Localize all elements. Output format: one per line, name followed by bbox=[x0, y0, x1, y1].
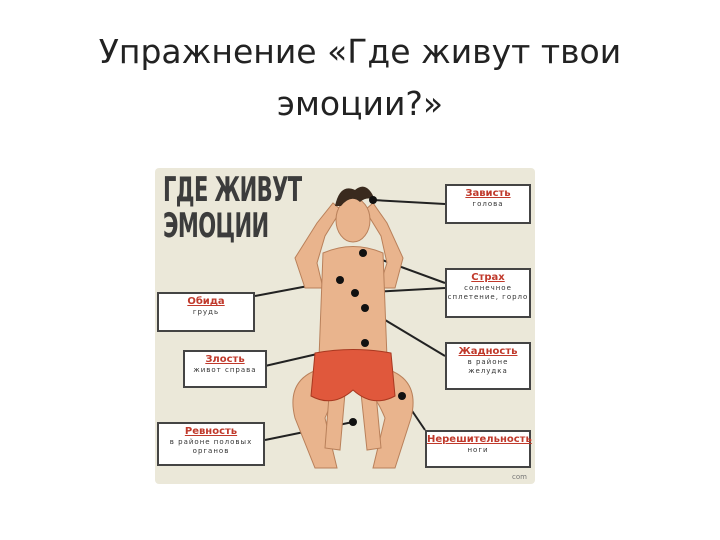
label-indecision-location: ноги bbox=[467, 446, 489, 454]
label-greed: Жадность в районе желудка bbox=[445, 342, 531, 390]
pointer-dots bbox=[336, 196, 406, 426]
label-jealousy-emotion: Ревность bbox=[184, 426, 238, 437]
slide-title-line-2: эмоции?» bbox=[276, 84, 444, 123]
label-jealousy: Ревность в районе половых органов bbox=[157, 422, 265, 466]
label-fear-location: солнечное сплетение, горло bbox=[447, 284, 529, 301]
label-anger-location: живот справа bbox=[193, 366, 257, 374]
slide-title-line-1: Упражнение «Где живут твои bbox=[98, 32, 622, 71]
label-jealousy-location: в районе половых органов bbox=[169, 438, 253, 455]
label-greed-emotion: Жадность bbox=[458, 346, 518, 357]
label-indecision: Нерешительность ноги bbox=[425, 430, 532, 468]
label-indecision-emotion: Нерешительность bbox=[427, 434, 532, 445]
figure-heading-line-2: ЭМОЦИИ bbox=[163, 206, 269, 246]
label-anger: Злость живот справа bbox=[183, 350, 267, 388]
label-fear-emotion: Страх bbox=[471, 272, 505, 283]
emotions-body-map-figure: ГДЕ ЖИВУТ ЭМОЦИИ Зависть голова Страх со… bbox=[155, 168, 535, 484]
label-fear: Страх солнечное сплетение, горло bbox=[445, 268, 531, 318]
label-resentment-emotion: Обида bbox=[187, 296, 225, 307]
label-greed-location: в районе желудка bbox=[467, 358, 509, 375]
watermark: com bbox=[512, 473, 527, 481]
label-envy-emotion: Зависть bbox=[465, 188, 511, 199]
label-resentment-location: грудь bbox=[192, 308, 220, 316]
label-anger-emotion: Злость bbox=[205, 354, 245, 365]
slide-title: Упражнение «Где живут твои эмоции?» bbox=[60, 26, 660, 130]
figure-heading: ГДЕ ЖИВУТ ЭМОЦИИ bbox=[163, 172, 302, 244]
label-resentment: Обида грудь bbox=[157, 292, 255, 332]
label-envy: Зависть голова bbox=[445, 184, 531, 224]
figure-heading-line-1: ГДЕ ЖИВУТ bbox=[163, 170, 302, 210]
label-envy-location: голова bbox=[472, 200, 504, 208]
person-illustration bbox=[254, 186, 446, 469]
